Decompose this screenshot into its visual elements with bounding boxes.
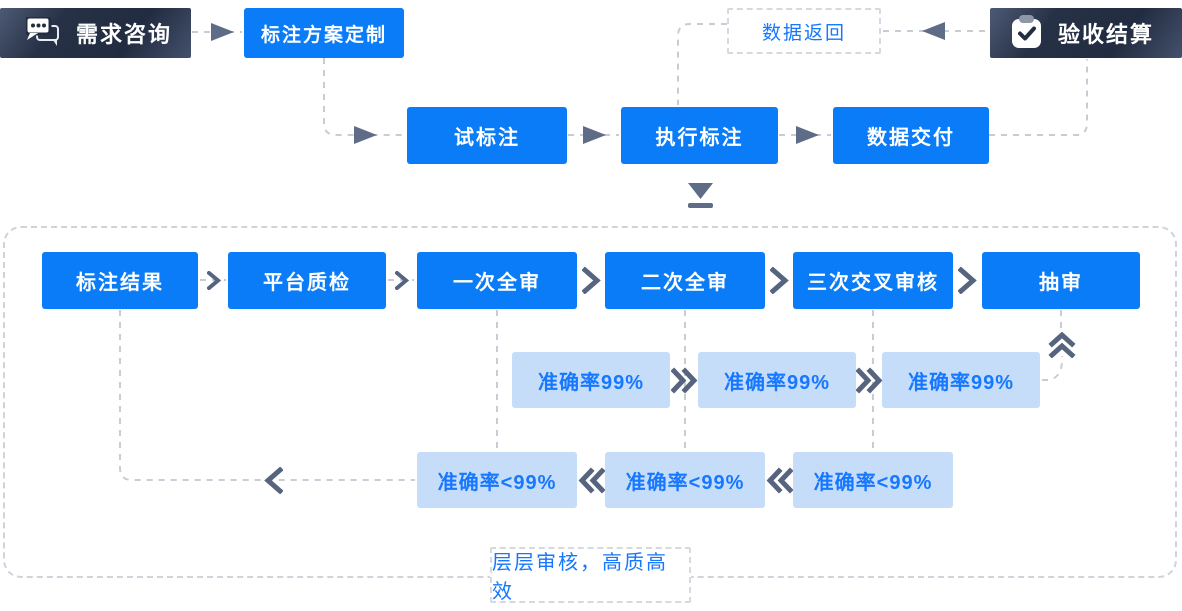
node-label: 数据交付 xyxy=(867,127,955,149)
connector-delivery-to-acceptance xyxy=(989,59,1088,136)
node-first-full-review: 一次全审 xyxy=(417,252,577,309)
arrow-down-to-bar-icon xyxy=(687,182,714,209)
node-requirement-consulting: 需求咨询 xyxy=(0,8,191,58)
node-accuracy-fail-3: 准确率<99% xyxy=(793,452,953,508)
node-label: 准确率99% xyxy=(723,371,831,394)
node-label: 平台质检 xyxy=(263,272,351,294)
node-label: 准确率99% xyxy=(537,371,645,394)
double-chevron-left-icon xyxy=(766,467,794,494)
node-label: 准确率<99% xyxy=(813,471,933,494)
node-accuracy-pass-1: 准确率99% xyxy=(512,352,670,408)
node-accuracy-pass-3: 准确率99% xyxy=(882,352,1040,408)
chevron-left-icon xyxy=(264,466,284,495)
connector-datareturn-to-execute xyxy=(677,23,727,105)
chevron-right-icon xyxy=(769,266,789,295)
caption-label: 层层审核，高质高效 xyxy=(492,552,668,603)
arrowhead-right-icon xyxy=(211,23,234,41)
arrowhead-right-icon xyxy=(583,126,606,144)
node-label: 抽审 xyxy=(1039,272,1083,294)
node-accuracy-fail-2: 准确率<99% xyxy=(605,452,765,508)
chevron-right-icon xyxy=(394,270,410,291)
node-annotation-result: 标注结果 xyxy=(42,252,198,309)
node-label: 验收结算 xyxy=(1058,22,1155,47)
double-chevron-left-icon xyxy=(578,467,606,494)
double-chevron-right-icon xyxy=(670,367,698,394)
clipboard-check-icon xyxy=(1010,15,1044,51)
node-label: 数据返回 xyxy=(761,22,846,44)
node-label: 三次交叉审核 xyxy=(807,272,939,294)
node-label: 标注方案定制 xyxy=(260,24,387,46)
chat-bubbles-icon xyxy=(26,17,62,49)
double-chevron-right-icon xyxy=(855,367,883,394)
node-label: 需求咨询 xyxy=(76,22,173,47)
node-trial-annotation: 试标注 xyxy=(407,107,567,164)
connector-plan-to-trial xyxy=(323,58,405,136)
arrowhead-right-icon xyxy=(354,126,377,144)
node-label: 二次全审 xyxy=(641,272,729,294)
node-execute-annotation: 执行标注 xyxy=(621,107,778,164)
arrowhead-left-icon xyxy=(922,22,945,40)
node-accuracy-pass-2: 准确率99% xyxy=(698,352,856,408)
chevron-right-icon xyxy=(957,266,977,295)
node-label: 准确率99% xyxy=(907,371,1015,394)
node-annotation-plan: 标注方案定制 xyxy=(244,8,404,58)
node-sampling-review: 抽审 xyxy=(982,252,1140,309)
arrowhead-right-icon xyxy=(796,126,819,144)
node-platform-qc: 平台质检 xyxy=(228,252,386,309)
node-label: 准确率<99% xyxy=(625,471,745,494)
connector-pass3-to-sampling xyxy=(1042,356,1063,381)
double-chevron-up-icon xyxy=(1048,331,1076,359)
node-third-cross-review: 三次交叉审核 xyxy=(793,252,953,309)
node-label: 试标注 xyxy=(454,127,520,149)
node-accuracy-fail-1: 准确率<99% xyxy=(417,452,577,508)
node-label: 标注结果 xyxy=(76,272,164,294)
node-label: 执行标注 xyxy=(655,127,744,149)
node-acceptance-settlement: 验收结算 xyxy=(990,8,1182,58)
node-data-return: 数据返回 xyxy=(727,8,881,54)
chevron-right-icon xyxy=(581,266,601,295)
node-second-full-review: 二次全审 xyxy=(605,252,765,309)
chevron-right-icon xyxy=(206,270,222,291)
node-label: 一次全审 xyxy=(453,272,541,294)
node-label: 准确率<99% xyxy=(437,471,557,494)
node-data-delivery: 数据交付 xyxy=(833,107,989,164)
review-caption-box: 层层审核，高质高效 xyxy=(490,547,691,603)
connector-fail-to-result xyxy=(119,310,415,481)
